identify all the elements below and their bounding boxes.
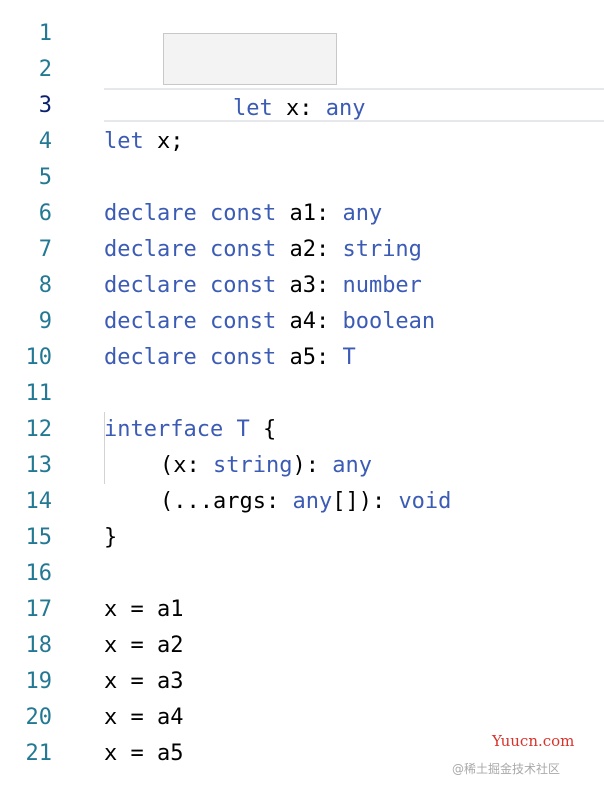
hover-tooltip: let x: any [163,33,365,121]
code-line-13[interactable]: (...args: any[]): void [0,448,604,514]
code-text: x = a1 [104,597,184,622]
code-line-12[interactable]: (x: string): any [0,412,604,478]
code-line-7[interactable]: declare const a3: number [0,232,604,298]
line-number: 9 [38,309,52,334]
tooltip-punctuation: : [299,96,313,121]
keyword: declare [104,273,197,298]
code-text: x = a2 [104,633,184,658]
keyword: const [209,201,277,226]
line-number: 5 [38,165,52,190]
line-number: 2 [38,57,52,82]
punctuation: : [315,237,330,262]
identifier: a3 [289,273,316,298]
line-number: 18 [25,633,53,658]
type-annotation: void [398,489,452,514]
type-annotation: string [212,453,293,478]
code-line-14[interactable]: } [0,484,604,550]
code-text: x; [143,129,184,154]
line-number: 19 [25,669,53,694]
punctuation: : [315,309,330,334]
tooltip-identifier: x [285,96,300,121]
line-number: 15 [25,525,53,550]
code-line-16[interactable]: x = a1 [0,556,604,622]
code-text: x = a5 [104,741,184,766]
code-text: ): [292,453,333,478]
line-number: 20 [25,705,53,730]
type-annotation: number [342,273,422,298]
code-text: x = a3 [104,669,184,694]
type-annotation: string [342,237,422,262]
code-text: []): [332,489,399,514]
tooltip-type: any [325,96,366,121]
type-annotation: T [342,345,356,370]
type-annotation: any [292,489,333,514]
current-line-highlight [104,88,604,122]
keyword: interface [104,417,224,442]
line-number: 11 [25,381,53,406]
line-number: 10 [25,345,53,370]
type-annotation: any [332,453,372,478]
code-line-5[interactable]: declare const a1: any [0,160,604,226]
brace: { [262,417,277,442]
keyword: declare [104,345,197,370]
line-number: 21 [25,741,53,766]
line-number: 7 [38,237,52,262]
keyword: declare [104,309,197,334]
keyword: const [209,273,277,298]
line-number: 6 [38,201,52,226]
line-number: 1 [38,21,52,46]
code-line-19[interactable]: x = a4 [0,664,604,730]
identifier: a4 [289,309,316,334]
watermark-site: Yuucn.com [492,732,575,750]
code-line-11[interactable]: interface T { [0,376,604,442]
line-number: 17 [25,597,53,622]
punctuation: : [315,345,330,370]
indent-guide [104,412,105,484]
keyword: const [209,309,277,334]
identifier: a5 [289,345,316,370]
line-number: 12 [25,417,53,442]
keyword: const [209,345,277,370]
line-number: 14 [25,489,53,514]
punctuation: : [315,273,330,298]
keyword: let [104,129,144,154]
type-name: T [236,417,250,442]
tooltip-keyword: let [232,96,273,121]
type-annotation: boolean [342,309,436,334]
code-text: (...args: [160,489,293,514]
identifier: a2 [289,237,316,262]
code-line-8[interactable]: declare const a4: boolean [0,268,604,334]
code-text: (x: [160,453,213,478]
keyword: declare [104,237,197,262]
code-line-3[interactable]: let x; [0,88,604,154]
line-number-active: 3 [38,93,52,118]
line-number: 4 [38,129,52,154]
code-line-9[interactable]: declare const a5: T [0,304,604,370]
code-line-6[interactable]: declare const a2: string [0,196,604,262]
code-line-17[interactable]: x = a2 [0,592,604,658]
code-text: } [104,525,118,550]
line-number: 16 [25,561,53,586]
code-text: x = a4 [104,705,184,730]
code-line-20[interactable]: x = a5 [0,700,604,766]
line-number: 8 [38,273,52,298]
keyword: const [209,237,277,262]
type-annotation: any [342,201,383,226]
line-number: 13 [25,453,53,478]
keyword: declare [104,201,197,226]
punctuation: : [315,201,330,226]
watermark-credit: @稀土掘金技术社区 [452,762,561,776]
identifier: a1 [289,201,316,226]
code-line-18[interactable]: x = a3 [0,628,604,694]
